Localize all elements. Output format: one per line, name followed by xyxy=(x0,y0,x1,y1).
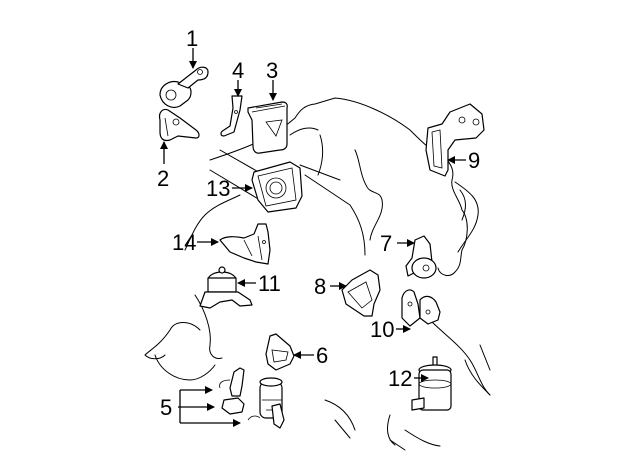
part-12[interactable] xyxy=(411,356,452,411)
callout-13[interactable]: 13 xyxy=(206,176,230,201)
callout-6[interactable]: 6 xyxy=(316,343,328,368)
callout-1[interactable]: 1 xyxy=(186,26,198,51)
engine-outline xyxy=(144,97,491,451)
callout-8[interactable]: 8 xyxy=(314,274,326,299)
part-10[interactable] xyxy=(401,289,441,327)
callout-arrows xyxy=(160,48,466,427)
part-13[interactable] xyxy=(251,161,303,213)
part-6[interactable] xyxy=(265,333,295,371)
callout-10[interactable]: 10 xyxy=(370,317,394,342)
part-8[interactable] xyxy=(341,269,381,317)
part-11[interactable] xyxy=(199,266,253,309)
callout-14[interactable]: 14 xyxy=(172,230,196,255)
part-4[interactable] xyxy=(220,95,243,137)
callout-4[interactable]: 4 xyxy=(232,58,244,83)
callout-7[interactable]: 7 xyxy=(380,231,392,256)
callout-3[interactable]: 3 xyxy=(266,58,278,83)
part-14[interactable] xyxy=(219,223,271,265)
callout-9[interactable]: 9 xyxy=(468,148,480,173)
callout-5[interactable]: 5 xyxy=(160,395,172,420)
part-2[interactable] xyxy=(158,108,200,142)
part-5[interactable] xyxy=(219,367,285,429)
callout-labels: 1 2 3 4 5 6 7 8 9 10 11 12 13 14 xyxy=(157,26,480,420)
callout-2[interactable]: 2 xyxy=(157,166,169,191)
callout-12[interactable]: 12 xyxy=(388,366,412,391)
part-3[interactable] xyxy=(247,101,288,154)
part-9[interactable] xyxy=(425,103,485,177)
part-1[interactable] xyxy=(159,66,209,108)
callout-11[interactable]: 11 xyxy=(258,271,281,296)
part-7[interactable] xyxy=(405,235,437,279)
